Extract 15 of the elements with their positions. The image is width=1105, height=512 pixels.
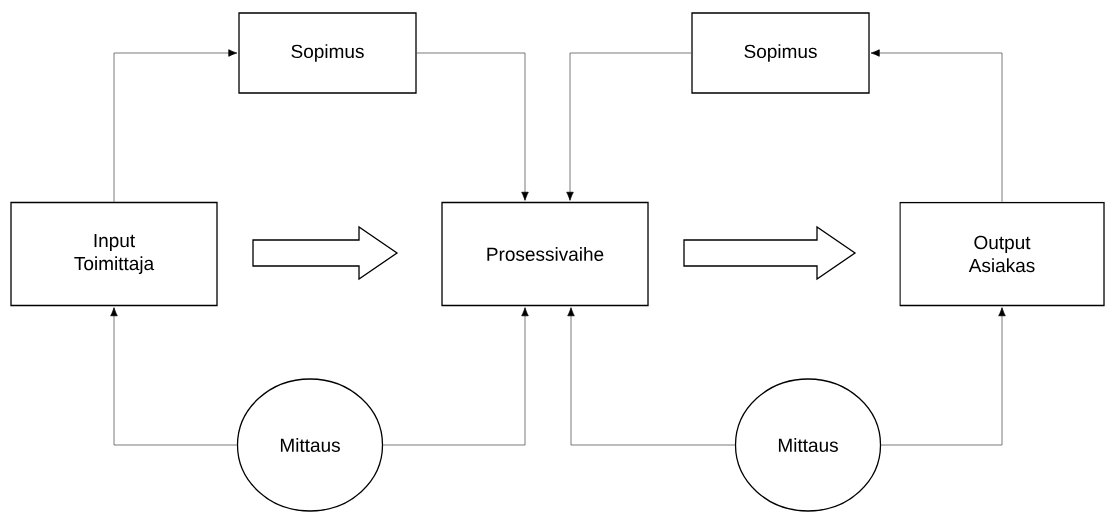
process-box: Input Toimittaja (10, 201, 218, 307)
arrow (110, 307, 238, 446)
arrow (382, 307, 529, 446)
arrow (870, 49, 1003, 203)
process-box: Output Asiakas (899, 201, 1105, 307)
process-box: Sopimus (238, 12, 417, 94)
process-box: Prosessivaihe (441, 201, 649, 307)
arrow (567, 307, 736, 446)
process-box: Sopimus (691, 12, 870, 94)
arrow (113, 49, 238, 203)
arrow (416, 52, 529, 201)
block-arrow (252, 225, 399, 281)
arrow (566, 52, 692, 201)
arrow (880, 307, 1006, 446)
block-arrow (683, 225, 857, 281)
